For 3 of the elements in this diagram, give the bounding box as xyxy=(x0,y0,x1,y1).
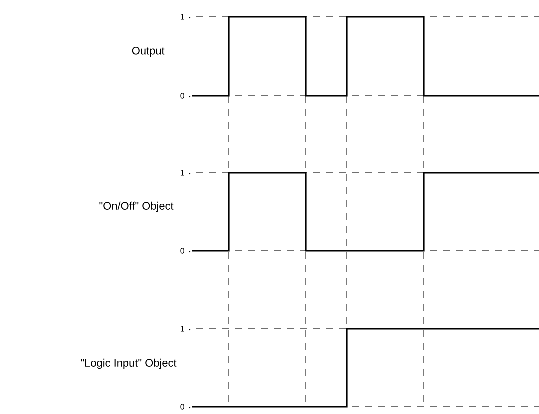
signal-label: "On/Off" Object xyxy=(100,202,174,212)
signal-label: "Logic Input" Object xyxy=(81,358,177,370)
signal-label: Output xyxy=(132,47,165,57)
